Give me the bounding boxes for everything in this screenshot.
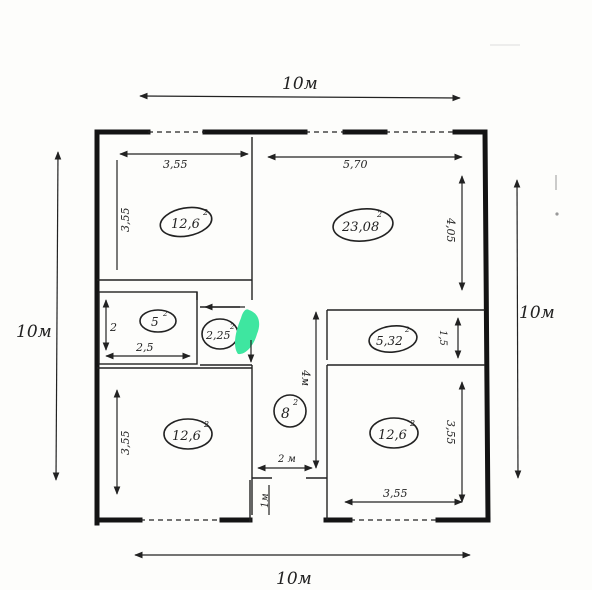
room-corridor-height: 4м (299, 369, 312, 386)
room-bottom-right-height: 3,55 (444, 420, 457, 445)
room-storage-area-unit: 2 (162, 310, 168, 318)
room-living-area-unit: 2 (376, 210, 382, 219)
room-bath: 5,32 2 1,5 (368, 317, 462, 359)
right-dimension-line (513, 179, 522, 479)
room-bottom-right-width: 3,55 (383, 487, 408, 500)
room-hall-small: 2,25 2 (201, 303, 260, 363)
room-top-left-width: 3,55 (163, 158, 188, 171)
room-bottom-left-height: 3,55 (119, 431, 132, 456)
room-top-left-height: 3,55 (119, 208, 132, 233)
room-living-area: 23,08 (341, 220, 379, 235)
room-storage-width: 2,5 (135, 341, 154, 354)
exterior-walls (94, 129, 491, 526)
room-bottom-right-area-unit: 2 (409, 419, 415, 428)
room-living-width: 5,70 (343, 158, 368, 171)
top-dimension-line (139, 92, 461, 102)
room-top-left: 3,55 3,55 12,6 2 (116, 150, 249, 270)
left-dimension-label: 10м (16, 322, 52, 342)
page-edge-marks (490, 44, 559, 216)
room-corridor-area-unit: 2 (292, 398, 298, 407)
left-dimension-line (52, 151, 62, 481)
bottom-dimension-label: 10м (276, 569, 312, 589)
room-bottom-left-area-unit: 2 (203, 420, 209, 429)
green-marker-mark (234, 309, 260, 355)
room-hall-small-area-unit: 2 (229, 323, 235, 331)
room-bottom-left: 3,55 12,6 2 (113, 389, 213, 495)
right-dimension-label: 10м (519, 303, 555, 323)
room-storage: 2 2,5 5 2 (102, 299, 191, 360)
room-bottom-right-area: 12,6 (378, 428, 407, 443)
room-corridor-width: 2 м (277, 454, 296, 465)
overall-dimensions: 10м 10м 10м 10м (16, 74, 555, 589)
room-living-height: 4,05 (444, 217, 457, 243)
room-corridor-area: 8 (281, 406, 290, 422)
room-top-left-area: 12,6 (171, 217, 200, 232)
room-bath-height: 1,5 (437, 330, 448, 346)
room-corridor: 4м 2 м 8 2 1м (257, 311, 320, 515)
room-hall-small-area: 2,25 (205, 329, 231, 342)
room-bottom-left-area: 12,6 (172, 429, 201, 444)
room-bath-area: 5,32 (376, 334, 403, 348)
room-bottom-right: 12,6 2 3,55 3,55 (344, 381, 466, 506)
top-dimension-label: 10м (282, 74, 318, 94)
room-living: 5,70 4,05 23,08 2 (267, 153, 466, 291)
room-corridor-entry: 1м (260, 493, 271, 508)
room-storage-height: 2 (109, 321, 117, 334)
room-storage-area: 5 (151, 315, 159, 329)
room-bath-area-unit: 2 (404, 326, 410, 334)
room-top-left-area-unit: 2 (202, 208, 208, 217)
